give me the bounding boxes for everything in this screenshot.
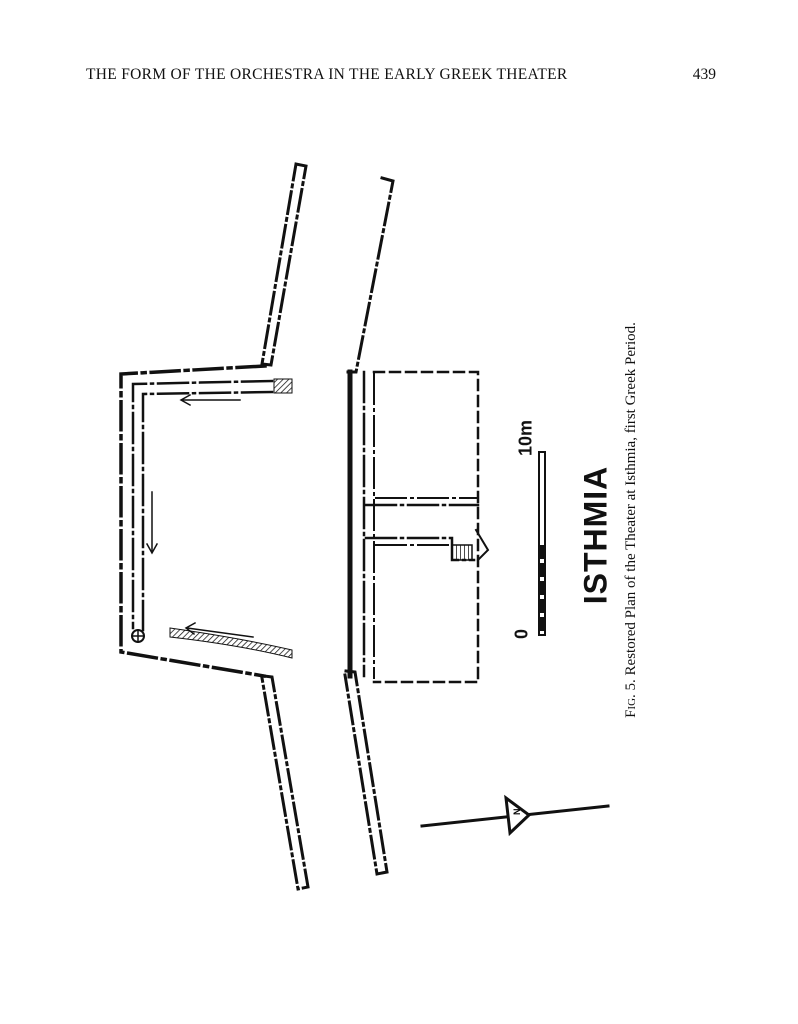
page-number: 439 xyxy=(692,66,716,83)
running-header: THE FORM OF THE ORCHESTRA IN THE EARLY G… xyxy=(86,66,716,88)
site-label: ISTHMIA xyxy=(577,465,614,605)
outer-wall xyxy=(119,364,267,679)
inner-wall-inner xyxy=(141,390,274,632)
skene-outline xyxy=(372,370,480,684)
caption-text: Restored Plan of the Theater at Isthmia,… xyxy=(623,322,639,676)
scale-end-label: 10m xyxy=(515,419,536,457)
running-title: THE FORM OF THE ORCHESTRA IN THE EARLY G… xyxy=(86,66,568,83)
figure-number: Fig. 5. xyxy=(623,679,639,718)
upper-wing-wall xyxy=(260,162,395,374)
figure-caption: Fig. 5. Restored Plan of the Theater at … xyxy=(623,322,640,718)
scale-bar xyxy=(538,451,546,636)
inner-wall-outer xyxy=(131,379,274,630)
north-arrow-icon xyxy=(420,794,610,837)
flow-arrows xyxy=(145,393,254,638)
north-label: N xyxy=(512,809,522,816)
scale-start-label: 0 xyxy=(511,628,532,640)
